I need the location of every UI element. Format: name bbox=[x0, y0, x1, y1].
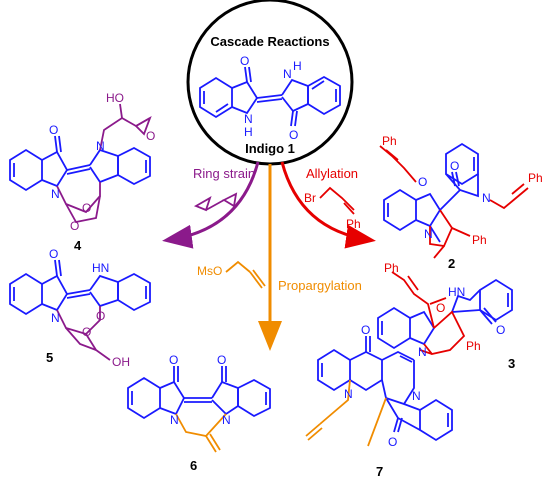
compound-2: Ph O O N N Ph Ph 2 bbox=[379, 134, 543, 271]
atom-mso: MsO bbox=[197, 264, 222, 278]
atom-ph: Ph bbox=[528, 171, 543, 185]
atom-ph: Ph bbox=[346, 217, 361, 231]
atom-ph: Ph bbox=[472, 233, 487, 247]
compound-7: O N N O 7 bbox=[305, 323, 453, 479]
compound-3: Ph O HN O N Ph 3 bbox=[377, 261, 515, 371]
atom-n: N bbox=[170, 413, 179, 427]
atom-n: N bbox=[51, 311, 60, 325]
atom-o: O bbox=[240, 54, 249, 68]
atom-n: N bbox=[344, 387, 353, 401]
atom-oh: OH bbox=[112, 355, 130, 369]
indigo-center: Cascade Reactions O N H N H O bbox=[186, 0, 354, 166]
label-ring-strain: Ring strain bbox=[193, 166, 255, 181]
atom-ph: Ph bbox=[466, 339, 481, 353]
atom-ph: Ph bbox=[384, 261, 399, 275]
atom-o: O bbox=[436, 301, 445, 315]
atom-n: N bbox=[244, 112, 253, 126]
atom-br: Br bbox=[304, 191, 316, 205]
label-propargylation: Propargylation bbox=[278, 278, 362, 293]
atom-o: O bbox=[146, 129, 155, 143]
atom-n: N bbox=[222, 413, 231, 427]
atom-n: N bbox=[482, 191, 491, 205]
label-allylation: Allylation bbox=[306, 166, 358, 181]
compound-4: HO O N N O O O 4 bbox=[9, 91, 155, 253]
compound-label-2: 2 bbox=[448, 256, 455, 271]
compound-label-5: 5 bbox=[46, 350, 53, 365]
atom-h: H bbox=[244, 125, 253, 139]
atom-o: O bbox=[169, 353, 178, 367]
atom-hn: HN bbox=[92, 261, 109, 275]
atom-n: N bbox=[96, 139, 105, 153]
atom-ph: Ph bbox=[382, 134, 397, 148]
atom-n: N bbox=[418, 345, 427, 359]
atom-o: O bbox=[388, 435, 397, 449]
atom-n: N bbox=[424, 227, 433, 241]
indigo-structure bbox=[199, 66, 341, 127]
reagent-allyl-bromide: Br Ph bbox=[304, 186, 361, 231]
compound-5: O HN N O O OH 5 bbox=[9, 247, 151, 369]
atom-o: O bbox=[49, 247, 58, 261]
atom-n: N bbox=[51, 187, 60, 201]
atom-o: O bbox=[418, 175, 427, 189]
indigo-circle bbox=[186, 0, 354, 166]
cascade-title: Cascade Reactions bbox=[210, 34, 329, 49]
atom-h: H bbox=[293, 59, 302, 73]
atom-ho: HO bbox=[106, 91, 124, 105]
reagent-bisepoxide bbox=[193, 192, 238, 212]
atom-o: O bbox=[217, 353, 226, 367]
compound-label-3: 3 bbox=[508, 356, 515, 371]
atom-n: N bbox=[412, 389, 421, 403]
atom-o: O bbox=[82, 325, 91, 339]
atom-hn: HN bbox=[448, 285, 465, 299]
arrow-allylation bbox=[280, 161, 376, 249]
atom-o: O bbox=[82, 201, 91, 215]
atom-n: N bbox=[283, 67, 292, 81]
compound-label-4: 4 bbox=[74, 238, 82, 253]
atom-o: O bbox=[450, 159, 459, 173]
atom-o: O bbox=[49, 123, 58, 137]
atom-o: O bbox=[496, 323, 505, 337]
indigo-name: Indigo 1 bbox=[245, 141, 295, 156]
arrow-ring-strain bbox=[162, 161, 260, 249]
atom-o: O bbox=[70, 219, 79, 233]
atom-o: O bbox=[289, 128, 298, 142]
compound-label-6: 6 bbox=[190, 458, 197, 473]
reagent-propargyl-mesylate: MsO bbox=[197, 260, 266, 289]
compound-6: O O N N 6 bbox=[127, 353, 271, 473]
compound-label-7: 7 bbox=[376, 464, 383, 479]
atom-o: O bbox=[96, 309, 105, 323]
atom-o: O bbox=[361, 323, 370, 337]
